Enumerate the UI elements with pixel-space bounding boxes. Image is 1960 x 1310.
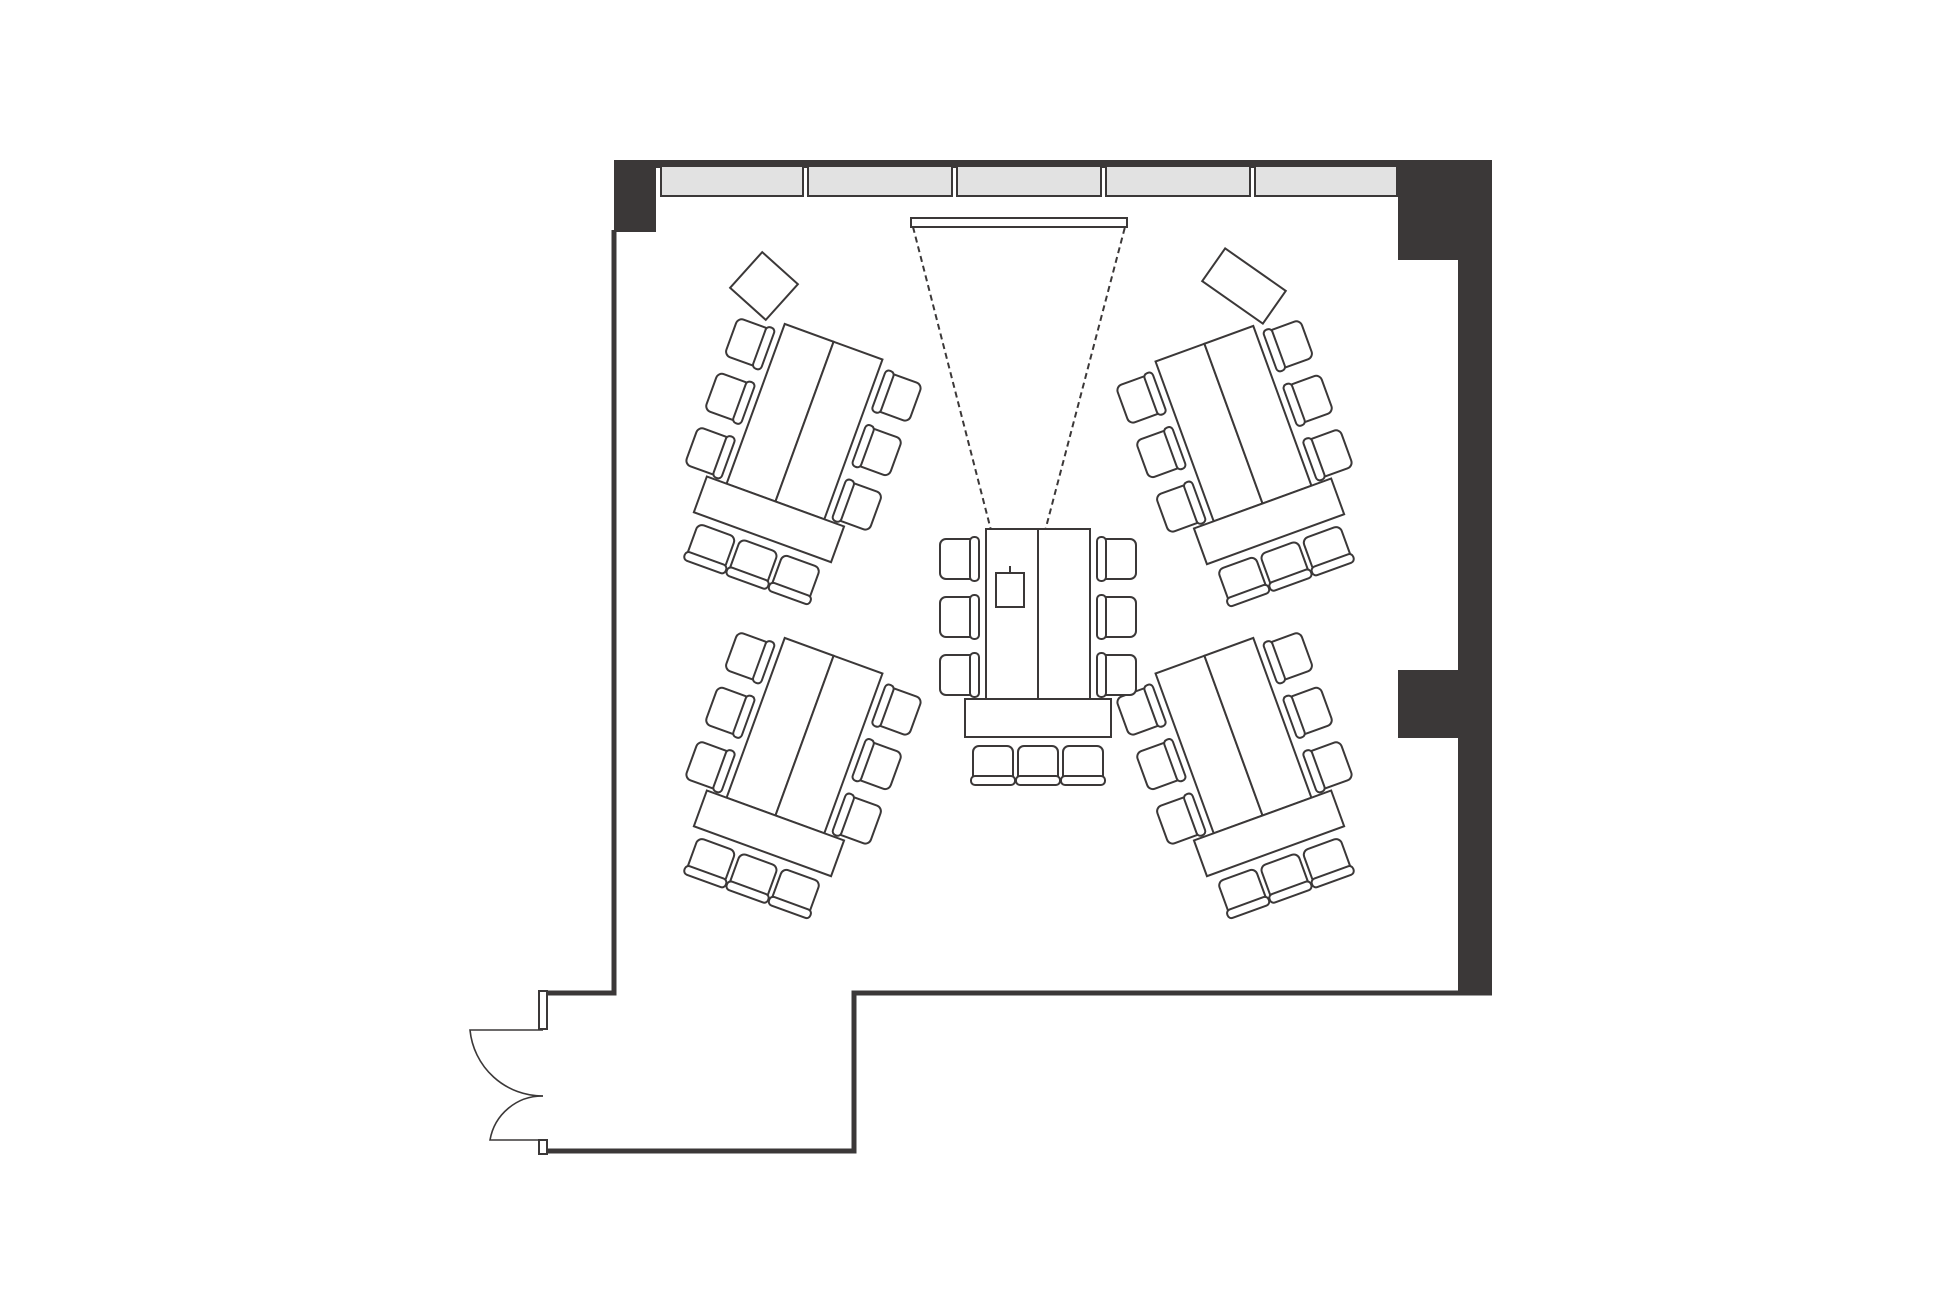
table-cluster-bottom-left	[654, 622, 926, 930]
window-pane	[1254, 165, 1398, 197]
top-wall	[614, 160, 1492, 168]
table-cluster-bottom-right	[1112, 622, 1384, 930]
table-cluster-top-left	[654, 308, 926, 616]
double-door	[469, 1029, 544, 1141]
door-jamb-bottom	[538, 1139, 548, 1155]
room-walls	[538, 160, 1492, 1155]
projector-screen	[910, 217, 1128, 228]
window-pane	[807, 165, 953, 197]
wall-outline	[543, 230, 617, 996]
table-cluster-top-right	[1112, 310, 1384, 618]
window-pane	[956, 165, 1102, 197]
side-table-left	[728, 250, 800, 322]
projector-top	[995, 572, 1025, 608]
door-jamb-top	[538, 990, 548, 1030]
window-pane	[660, 165, 804, 197]
pillar-top-left	[614, 160, 656, 232]
side-table-right	[1200, 247, 1288, 325]
door-leaf-lower	[489, 1095, 544, 1141]
pillar-right	[1398, 670, 1492, 738]
door-leaf-upper	[469, 1029, 544, 1097]
window-pane	[1105, 165, 1251, 197]
projector-beam	[912, 226, 1126, 574]
table-cluster-center	[940, 529, 1136, 785]
right-wall	[1458, 160, 1492, 994]
wall-outline-bottom	[543, 990, 1492, 1154]
window-row	[660, 165, 1398, 197]
